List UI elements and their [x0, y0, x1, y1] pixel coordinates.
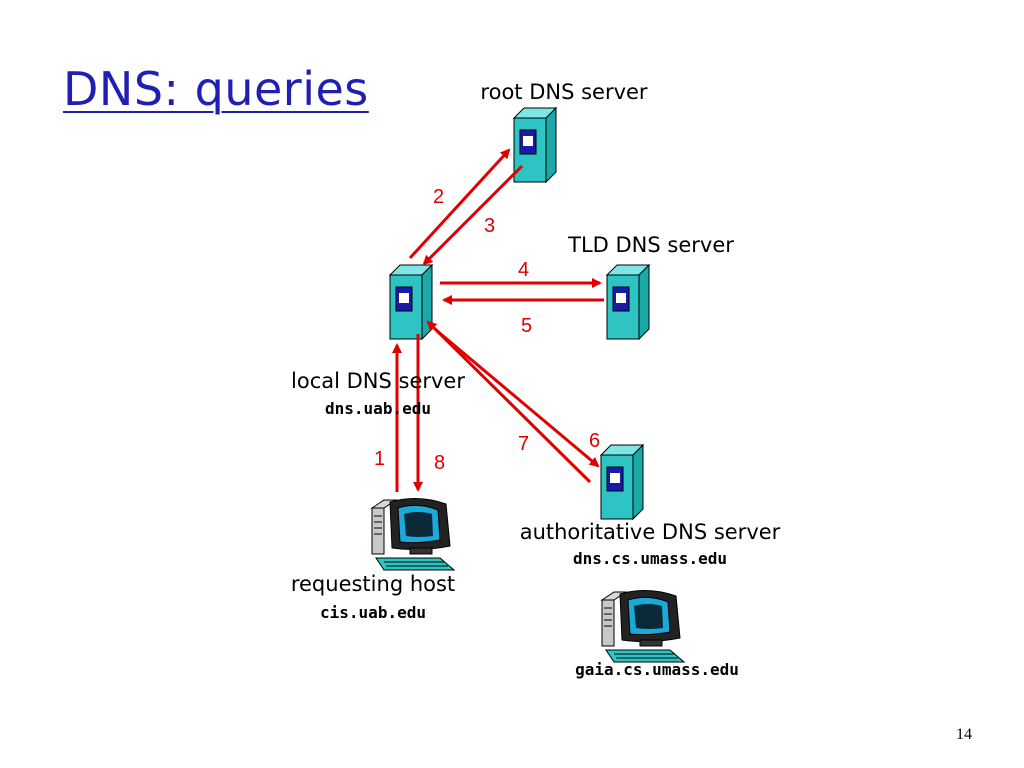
authoritative-server-label: authoritative DNS server: [519, 520, 781, 544]
tld-server-icon: [606, 264, 650, 340]
requesting-host-hostname: cis.uab.edu: [320, 603, 426, 622]
step-7-label: 7: [518, 433, 530, 455]
target-host-hostname: gaia.cs.umass.edu: [575, 660, 739, 679]
root-server-label: root DNS server: [480, 80, 648, 104]
authoritative-server-hostname: dns.cs.umass.edu: [572, 549, 728, 568]
page-number: 14: [956, 726, 972, 743]
step-4-label: 4: [518, 259, 530, 281]
root-server-icon: [513, 107, 557, 183]
step-8-label: 8: [434, 452, 446, 474]
arrow-7: [426, 320, 592, 484]
target-host-icon: [601, 589, 685, 663]
step-6-label: 6: [589, 430, 601, 452]
requesting-host-label: requesting host: [290, 572, 456, 596]
arrow-2: [408, 148, 511, 260]
local-server-label: local DNS server: [291, 369, 465, 393]
step-2-label: 2: [433, 186, 445, 208]
step-1-label: 1: [374, 448, 386, 470]
slide-title: DNS: queries: [63, 62, 369, 116]
local-server-hostname: dns.uab.edu: [325, 399, 431, 418]
requesting-host-icon: [371, 497, 455, 571]
arrow-3: [422, 164, 524, 266]
step-5-label: 5: [521, 315, 533, 337]
authoritative-server-icon: [600, 444, 644, 520]
arrow-6: [435, 328, 600, 468]
step-3-label: 3: [484, 215, 496, 237]
tld-server-label: TLD DNS server: [568, 233, 734, 257]
local-server-icon: [389, 264, 433, 340]
